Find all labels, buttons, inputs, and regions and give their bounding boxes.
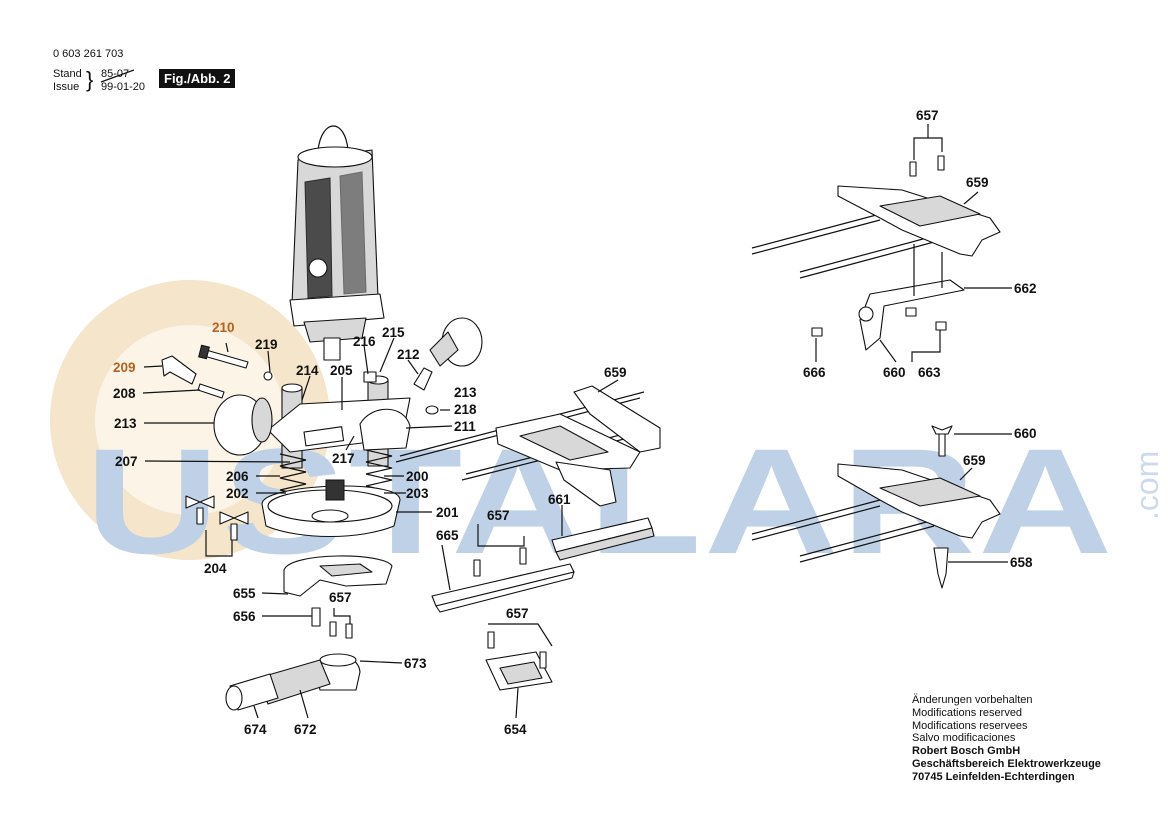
- part-label-217: 217: [332, 451, 355, 466]
- part-label-661: 661: [548, 492, 571, 507]
- guide-bottom-right: [751, 425, 1001, 589]
- note-line: Modifications reserved: [912, 706, 1023, 719]
- doc-number: 0 603 261 703: [53, 48, 124, 60]
- part-label-657a: 657: [329, 590, 352, 605]
- watermark-suffix: .com: [1129, 451, 1165, 520]
- part-label-659a: 659: [604, 365, 627, 380]
- part-label-657c: 657: [506, 606, 529, 621]
- part-label-212: 212: [397, 347, 420, 362]
- router-base: [213, 375, 411, 538]
- part-label-211: 211: [454, 419, 476, 434]
- stand-value: 85-07: [101, 68, 130, 80]
- part-labels: 210 219 209 208 213 207 206 202 204 214 …: [113, 108, 1037, 737]
- part-label-215: 215: [382, 325, 405, 340]
- part-label-213b: 213: [454, 385, 477, 400]
- scale-661: [551, 517, 655, 561]
- part-label-200: 200: [406, 469, 429, 484]
- company-division: Geschäftsbereich Elektrowerkzeuge: [912, 757, 1101, 770]
- part-label-204: 204: [204, 561, 227, 576]
- part-label-672: 672: [294, 722, 317, 737]
- clamp-654: [485, 631, 553, 691]
- part-label-660b: 660: [1014, 426, 1037, 441]
- header-marks: }: [86, 67, 135, 92]
- part-label-662: 662: [1014, 281, 1037, 296]
- part-label-673: 673: [404, 656, 427, 671]
- part-label-657d: 657: [916, 108, 939, 123]
- rail-665: [431, 547, 575, 613]
- company-address: 70745 Leinfelden-Echterdingen: [912, 770, 1075, 783]
- leader-lines: [142, 124, 1012, 719]
- part-label-202: 202: [226, 486, 249, 501]
- part-label-658: 658: [1010, 555, 1033, 570]
- part-label-208: 208: [113, 386, 136, 401]
- brace-icon: }: [86, 67, 93, 92]
- part-label-674: 674: [244, 722, 267, 737]
- part-label-207: 207: [115, 454, 138, 469]
- part-label-201: 201: [436, 505, 459, 520]
- part-label-663: 663: [918, 365, 941, 380]
- part-label-654: 654: [504, 722, 527, 737]
- small-parts-left: [161, 317, 483, 541]
- extraction-parts: [225, 555, 393, 711]
- router-motor: [289, 125, 385, 361]
- part-label-218: 218: [454, 402, 477, 417]
- part-label-657b: 657: [487, 508, 510, 523]
- stand-label: Stand: [53, 68, 82, 80]
- part-label-659b: 659: [966, 175, 989, 190]
- part-label-219: 219: [255, 337, 278, 352]
- notes-block: Änderungen vorbehalten Modifications res…: [912, 694, 1101, 784]
- part-label-203: 203: [406, 486, 429, 501]
- figure-label: Fig./Abb. 2: [159, 69, 236, 88]
- company-name: Robert Bosch GmbH: [912, 745, 1021, 758]
- part-label-209: 209: [113, 360, 136, 375]
- part-label-210: 210: [212, 320, 235, 335]
- part-label-656: 656: [233, 609, 256, 624]
- guide-top-right: [751, 155, 1001, 351]
- part-label-655: 655: [233, 586, 256, 601]
- part-label-205: 205: [330, 363, 353, 378]
- note-line: Modifications reservees: [912, 719, 1028, 732]
- part-label-213: 213: [114, 416, 137, 431]
- issue-label: Issue: [53, 81, 80, 93]
- part-label-666: 666: [803, 365, 826, 380]
- note-line: Salvo modificaciones: [912, 732, 1016, 745]
- part-label-216: 216: [353, 334, 376, 349]
- watermark-logo-inner: [95, 325, 285, 515]
- part-label-665: 665: [436, 528, 459, 543]
- part-label-206: 206: [226, 469, 249, 484]
- note-line: Änderungen vorbehalten: [912, 694, 1033, 706]
- part-label-214: 214: [296, 363, 319, 378]
- issue-value: 99-01-20: [101, 81, 146, 93]
- part-label-660a: 660: [883, 365, 906, 380]
- parallel-guide: [395, 385, 661, 507]
- part-label-659c: 659: [963, 453, 986, 468]
